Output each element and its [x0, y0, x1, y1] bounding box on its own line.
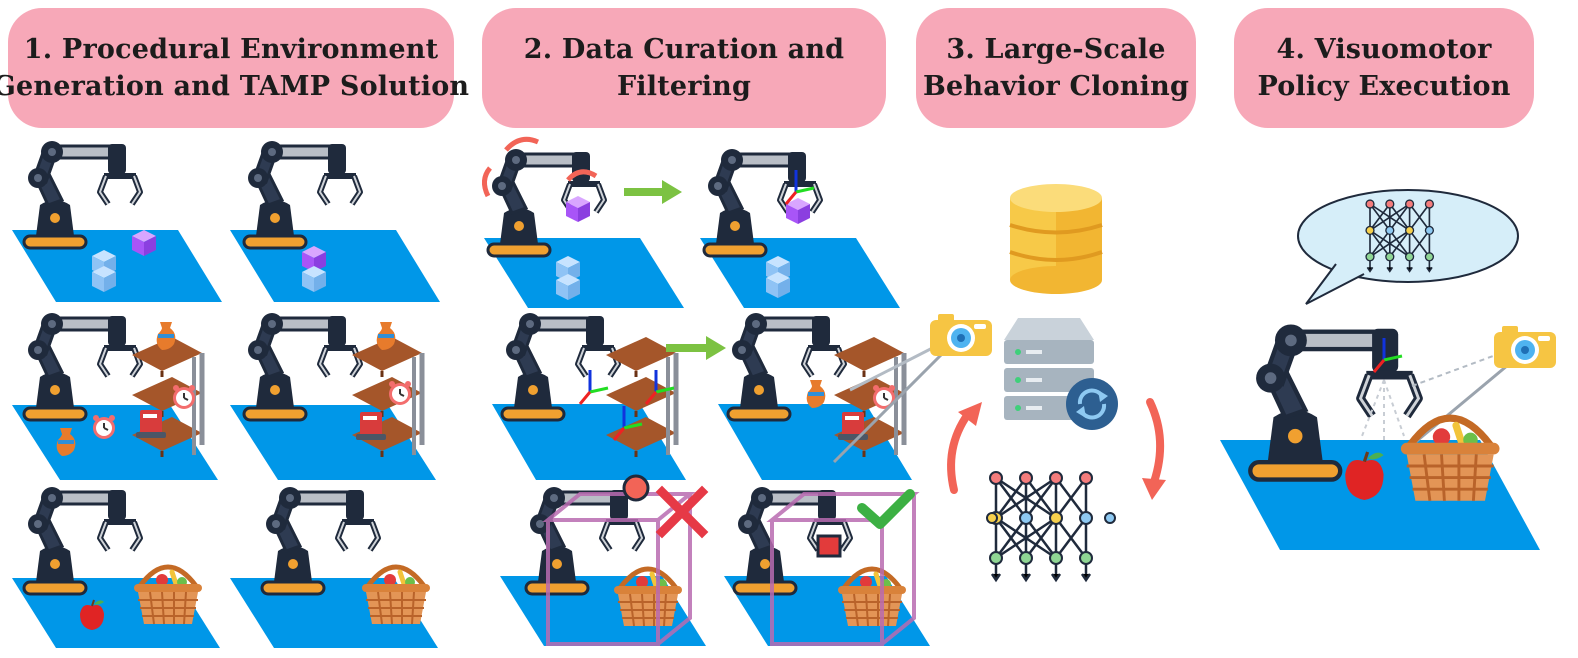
book-icon [136, 410, 166, 438]
stage-4-title-line1: 4. Visuomotor [1276, 34, 1492, 65]
env-shelf-2 [230, 313, 436, 480]
alarm-clock-icon [388, 380, 412, 406]
stage-1-title-line2: Generation and TAMP Solution [0, 71, 470, 102]
neural-network-icon-inputs [986, 512, 1116, 524]
cross-icon [655, 485, 709, 539]
stage-1-header: 1. Procedural Environment Generation and… [0, 8, 469, 128]
curation-basket-row [500, 474, 930, 646]
stage-3-header: 3. Large-Scale Behavior Cloning [916, 8, 1196, 128]
cycle-arrow-icon [947, 398, 1166, 500]
robot-arm-icon [502, 313, 618, 420]
stage-2-title-line2: Filtering [616, 71, 752, 102]
alarm-clock-icon [92, 414, 116, 440]
collision-box [542, 492, 696, 646]
env-shelf-1 [12, 313, 218, 480]
database-icon [1009, 184, 1103, 294]
stage-2-title-line1: 2. Data Curation and [523, 34, 845, 65]
robot-arm-icon [728, 313, 844, 420]
env-basket-2 [230, 487, 438, 648]
policy-execution-scene [1220, 189, 1556, 550]
book-icon [356, 412, 386, 440]
robot-arm-icon [262, 487, 378, 594]
sync-icon [1066, 378, 1118, 430]
robot-arm-icon [24, 487, 140, 594]
rotation-arrow-icon [504, 136, 540, 152]
robot-arm-icon [24, 313, 140, 420]
camera-icon [930, 314, 992, 356]
env-basket-1 [12, 487, 220, 648]
basket-icon [1401, 418, 1500, 501]
stage-3-title-line1: 3. Large-Scale [946, 34, 1166, 65]
stage-4-title-line2: Policy Execution [1257, 71, 1511, 102]
robot-arm-icon [244, 313, 360, 420]
env-cube-2 [230, 141, 440, 302]
thought-bubble [1297, 189, 1519, 283]
rotation-arrow-icon [566, 169, 598, 182]
basket-icon [362, 567, 430, 624]
vase-icon [804, 378, 828, 410]
curation-cube-row [482, 136, 900, 308]
vase-icon [374, 320, 398, 352]
stage-1-title-line1: 1. Procedural Environment [23, 34, 439, 65]
vase-icon [154, 320, 178, 352]
stage-4-header: 4. Visuomotor Policy Execution [1234, 8, 1534, 128]
neural-network-icon [988, 470, 1094, 582]
basket-icon [134, 567, 202, 624]
env-cube-1 [12, 141, 222, 302]
check-icon [857, 489, 915, 529]
server-icon [1004, 318, 1094, 420]
book-icon [838, 412, 868, 440]
camera-icon [1494, 326, 1556, 368]
rotation-arrow-icon [482, 166, 493, 198]
alarm-clock-icon [172, 384, 196, 410]
stage-2-header: 2. Data Curation and Filtering [482, 8, 886, 128]
curation-shelf-row [492, 313, 992, 480]
cube-icon [566, 196, 590, 222]
stage-3-title-line2: Behavior Cloning [922, 71, 1190, 102]
